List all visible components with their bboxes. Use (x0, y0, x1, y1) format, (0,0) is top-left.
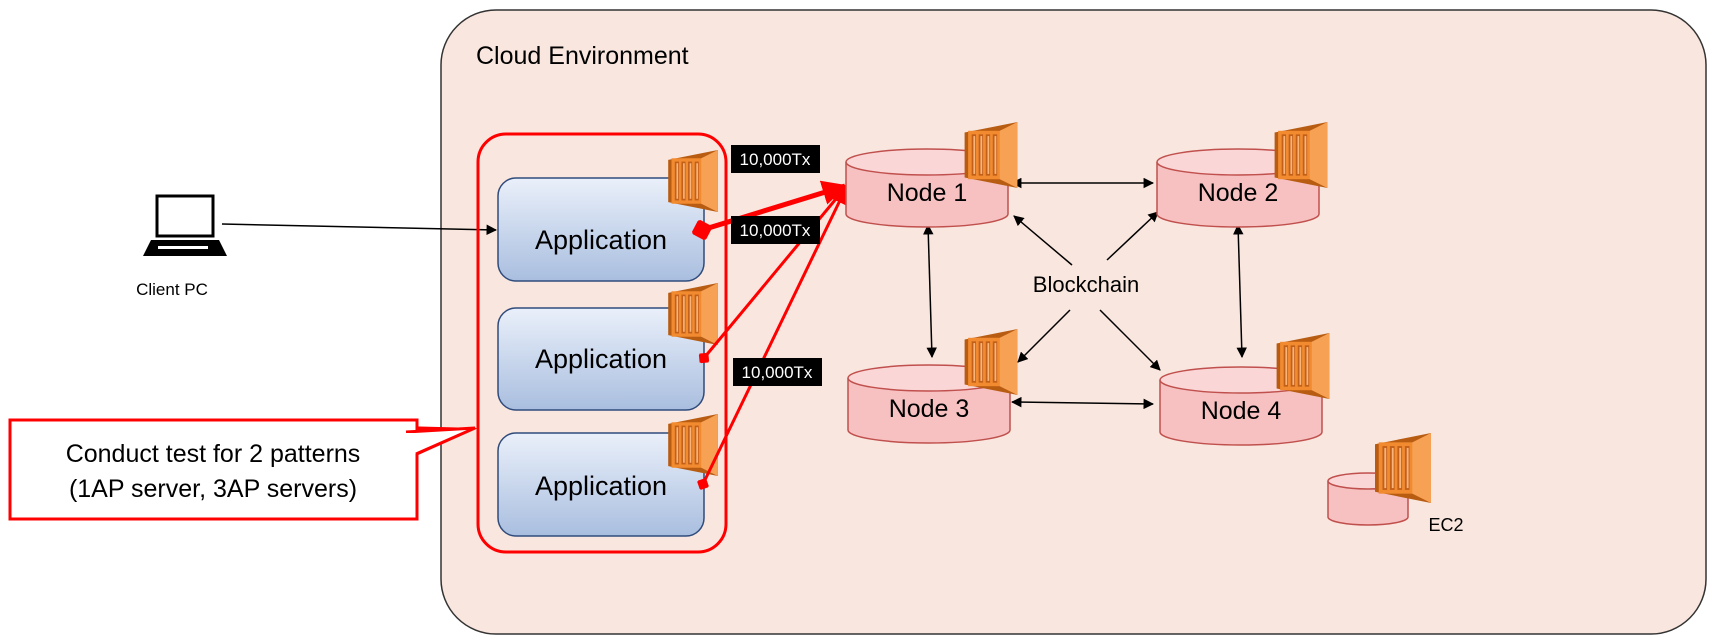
application-label: Application (535, 344, 667, 374)
svg-text:10,000Tx: 10,000Tx (740, 150, 811, 169)
node-3: Node 3 (847, 329, 1018, 444)
ec2-instance-icon (668, 283, 718, 345)
laptop-icon (143, 194, 227, 256)
ec2-instance-icon (964, 122, 1018, 188)
tx-badge: 10,000Tx (731, 216, 820, 244)
link-node3-node4 (1010, 396, 1155, 410)
blockchain-label: Blockchain (1033, 272, 1139, 297)
link-node2-node4 (1233, 223, 1247, 359)
link-blockchain-node4 (1099, 309, 1161, 371)
node-label: Node 4 (1201, 397, 1282, 425)
client-pc-label: Client PC (136, 280, 208, 299)
ec2-instance-icon (668, 150, 718, 212)
node-label: Node 2 (1198, 179, 1279, 207)
node-4: Node 4 (1159, 333, 1330, 446)
tx-badge: 10,000Tx (733, 358, 822, 386)
node-2: Node 2 (1156, 122, 1328, 228)
ec2-instance-icon (964, 329, 1018, 395)
node-1: Node 1 (845, 122, 1018, 228)
link-blockchain-node1 (1013, 215, 1073, 266)
application-server-2: Application (497, 283, 718, 411)
link-blockchain-node2 (1106, 211, 1159, 261)
test-pattern-callout: Conduct test for 2 patterns (1AP server,… (8, 418, 478, 521)
ec2-instance-icon (1274, 122, 1328, 188)
cloud-environment-label: Cloud Environment (476, 42, 689, 70)
svg-text:10,000Tx: 10,000Tx (740, 221, 811, 240)
ec2-legend-label: EC2 (1428, 515, 1463, 535)
link-blockchain-node3 (1017, 309, 1071, 363)
ec2-instance-icon (1375, 433, 1431, 503)
tx-line-app3-node1 (703, 190, 847, 484)
node-label: Node 1 (887, 179, 968, 207)
svg-text:10,000Tx: 10,000Tx (742, 363, 813, 382)
node-label: Node 3 (889, 395, 970, 423)
callout-line-1: Conduct test for 2 patterns (66, 440, 361, 468)
application-server-1: Application (497, 150, 718, 282)
application-label: Application (535, 471, 667, 501)
link-node1-node3 (923, 223, 937, 359)
client-to-app-arrow (221, 223, 498, 236)
ec2-instance-icon (1276, 333, 1330, 399)
application-label: Application (535, 225, 667, 255)
ec2-legend: EC2 (1327, 433, 1464, 535)
application-server-3: Application (497, 414, 718, 537)
callout-line-2: (1AP server, 3AP servers) (69, 475, 357, 503)
tx-badge: 10,000Tx (731, 145, 820, 173)
